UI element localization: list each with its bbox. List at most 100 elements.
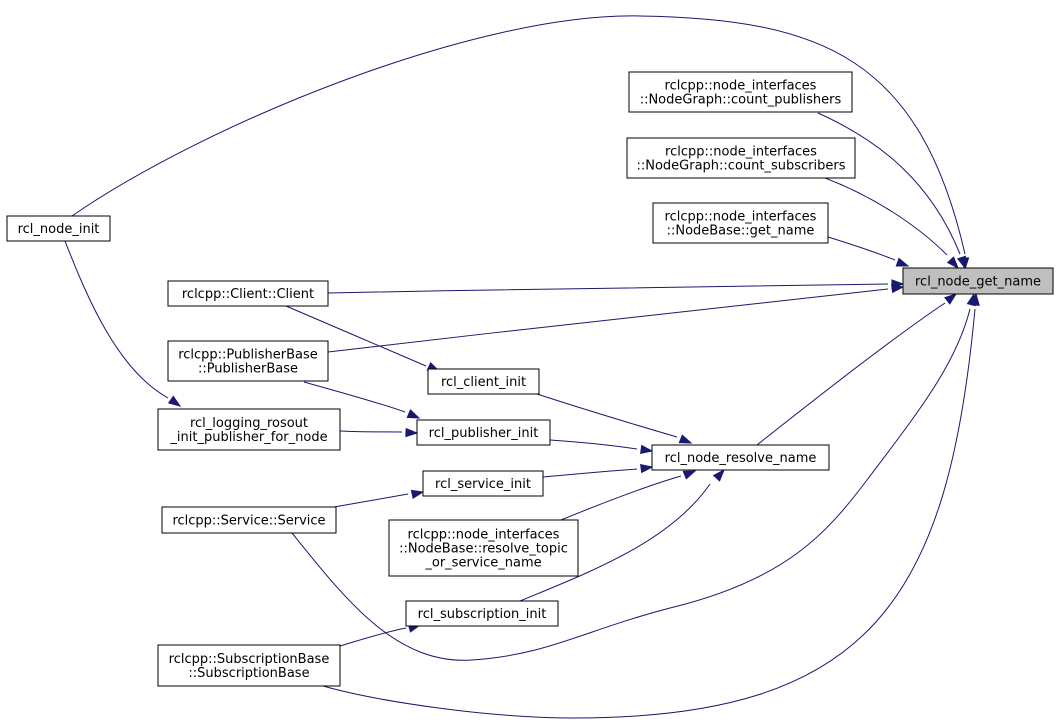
edge-line — [827, 236, 896, 261]
node-box — [388, 519, 579, 577]
node-rcl-service-init[interactable]: rcl_service_init — [422, 470, 544, 497]
arrowhead-icon — [956, 255, 966, 270]
edge-line — [560, 475, 682, 521]
node-get-name[interactable]: rclcpp::node_interfaces::NodeBase::get_n… — [652, 202, 829, 244]
node-label: rcl_client_init — [441, 375, 526, 390]
arrowhead-icon — [712, 468, 725, 482]
node-box — [427, 368, 540, 395]
edge-line — [339, 430, 403, 433]
node-resolve-topic[interactable]: rclcpp::node_interfaces::NodeBase::resol… — [388, 519, 579, 577]
node-publisherbase-ctor[interactable]: rclcpp::PublisherBase::PublisherBase — [167, 340, 329, 382]
node-box — [161, 506, 337, 534]
edge-line — [285, 305, 427, 367]
arrowhead-icon — [891, 283, 905, 294]
node-label: rclcpp::Client::Client — [182, 287, 314, 302]
node-rcl-node-init[interactable]: rcl_node_init — [6, 215, 111, 242]
node-box — [628, 71, 853, 113]
node-box — [626, 137, 856, 179]
node-label: rcl_node_get_name — [915, 275, 1041, 290]
edge-line — [322, 308, 976, 719]
node-label: ::PublisherBase — [198, 362, 298, 377]
node-box — [167, 280, 329, 307]
edge-line — [817, 112, 961, 255]
node-label: rclcpp::node_interfaces — [665, 145, 817, 160]
node-rcl-client-init[interactable]: rcl_client_init — [427, 368, 540, 395]
edge-line — [549, 439, 638, 450]
node-rcl-node-resolve-name[interactable]: rcl_node_resolve_name — [651, 444, 830, 471]
edge-publisherbase_ctor-to-rcl_publisher_init — [303, 381, 421, 419]
edge-line — [542, 468, 638, 478]
node-label: rclcpp::Service::Service — [172, 514, 325, 529]
edge-rcl_node_resolve_name-to-rcl_node_get_name — [756, 293, 958, 446]
node-box — [6, 215, 111, 242]
edge-rcl_logging_rosout-to-rcl_publisher_init — [339, 427, 419, 438]
edge-line — [291, 308, 971, 661]
edge-rcl_service_init-to-rcl_node_resolve_name — [542, 463, 654, 478]
node-service-ctor[interactable]: rclcpp::Service::Service — [161, 506, 337, 534]
edge-line — [339, 627, 407, 647]
arrowhead-icon — [678, 434, 693, 444]
node-box — [157, 408, 341, 451]
node-rcl-logging-rosout[interactable]: rcl_logging_rosout_init_publisher_for_no… — [157, 408, 341, 451]
edge-line — [519, 483, 711, 602]
node-box — [652, 202, 829, 244]
edge-line — [756, 302, 946, 446]
node-label: ::NodeGraph::count_subscribers — [636, 159, 845, 174]
arrowhead-icon — [895, 257, 910, 267]
arrowhead-icon — [167, 395, 182, 407]
node-layer: rcl_node_get_namercl_node_initrclcpp::no… — [6, 71, 1054, 687]
node-label: rcl_subscription_init — [418, 607, 547, 622]
node-label: rclcpp::node_interfaces — [408, 528, 560, 543]
node-count-subscribers[interactable]: rclcpp::node_interfaces::NodeGraph::coun… — [626, 137, 856, 179]
node-box — [651, 444, 830, 471]
node-rcl-node-get-name[interactable]: rcl_node_get_name — [902, 267, 1054, 295]
node-label: rcl_node_init — [18, 222, 100, 237]
node-box — [157, 644, 341, 687]
node-label: rcl_logging_rosout — [190, 416, 308, 431]
node-label: rclcpp::node_interfaces — [665, 210, 817, 225]
node-subscriptionbase-ctor[interactable]: rclcpp::SubscriptionBase::SubscriptionBa… — [157, 644, 341, 687]
edge-get_name-to-rcl_node_get_name — [827, 236, 910, 267]
edge-rcl_publisher_init-to-rcl_node_resolve_name — [549, 439, 654, 455]
node-label: _init_publisher_for_node — [169, 430, 327, 445]
edge-count_publishers-to-rcl_node_get_name — [817, 112, 966, 270]
node-count-publishers[interactable]: rclcpp::node_interfaces::NodeGraph::coun… — [628, 71, 853, 113]
edge-rcl_subscription_init-to-rcl_node_resolve_name — [519, 468, 725, 602]
edge-service_ctor-to-rcl_service_init — [333, 489, 425, 508]
node-box — [422, 470, 544, 497]
node-box — [167, 340, 329, 382]
node-label: ::NodeGraph::count_publishers — [640, 93, 842, 108]
node-box — [405, 600, 559, 627]
edge-subscriptionbase_ctor-to-rcl_subscription_init — [339, 623, 422, 647]
arrowhead-icon — [944, 293, 958, 305]
node-rcl-publisher-init[interactable]: rcl_publisher_init — [416, 419, 551, 446]
node-label: rclcpp::PublisherBase — [178, 348, 318, 363]
arrowhead-icon — [682, 470, 697, 480]
arrowhead-icon — [970, 292, 980, 306]
arrowhead-icon — [410, 489, 425, 500]
node-client-ctor[interactable]: rclcpp::Client::Client — [167, 280, 329, 307]
arrowhead-icon — [406, 409, 421, 419]
edge-line — [333, 493, 409, 508]
edge-line — [536, 393, 678, 438]
node-box — [902, 267, 1054, 295]
edge-rcl_node_init-to-rcl_logging_rosout — [64, 240, 182, 407]
node-label: rcl_node_resolve_name — [665, 451, 817, 466]
edge-line — [824, 177, 948, 256]
edge-subscriptionbase_ctor-to-rcl_node_get_name — [322, 292, 980, 719]
edge-rcl_client_init-to-rcl_node_resolve_name — [536, 393, 693, 444]
node-rcl-subscription-init[interactable]: rcl_subscription_init — [405, 600, 559, 627]
node-label: _or_service_name — [424, 556, 541, 571]
edge-line — [327, 288, 889, 353]
edge-layer — [64, 15, 980, 719]
node-label: rcl_service_init — [435, 477, 531, 492]
node-label: rclcpp::node_interfaces — [665, 79, 817, 94]
node-label: rclcpp::SubscriptionBase — [169, 652, 330, 667]
node-label: rcl_publisher_init — [429, 426, 539, 441]
edge-line — [327, 283, 889, 294]
node-label: ::NodeBase::resolve_topic — [399, 542, 568, 557]
edge-client_ctor-to-rcl_node_get_name — [327, 279, 905, 294]
edge-line — [71, 15, 966, 255]
node-label: ::NodeBase::get_name — [667, 224, 815, 239]
